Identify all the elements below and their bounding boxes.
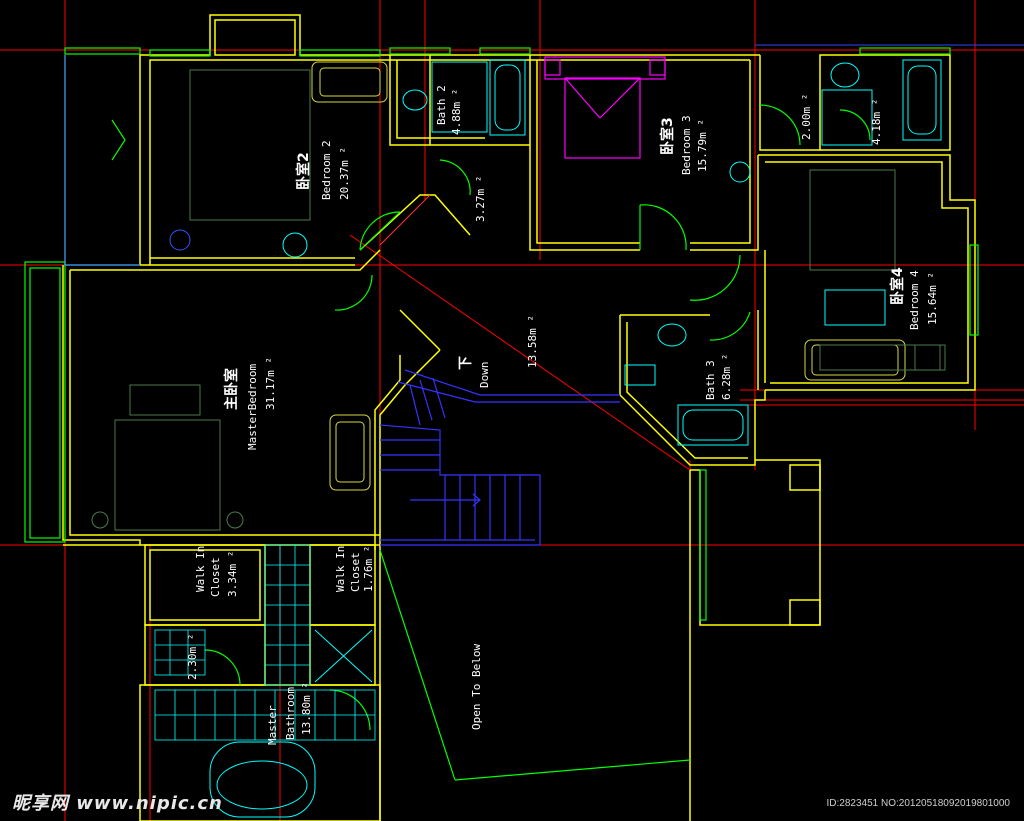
tile-grid xyxy=(154,544,376,741)
bedroom3-area: 15.79m ² xyxy=(696,119,709,172)
bath3-area: 6.28m ² xyxy=(720,354,733,400)
small1-area: 3.27m ² xyxy=(474,176,487,222)
bedroom2-cn: 卧室2 xyxy=(295,152,312,190)
fixtures xyxy=(209,59,942,818)
small4-area: 2.30m ² xyxy=(186,634,199,680)
bedroom2-en: Bedroom 2 xyxy=(320,140,333,200)
walls xyxy=(62,14,976,821)
master-bath-area: 13.80m ² xyxy=(300,682,313,735)
master-en: MasterBedroom xyxy=(246,364,259,450)
master-area: 31.17m ² xyxy=(264,357,277,410)
master-bath-line2: Bathroom xyxy=(284,687,297,740)
bedroom2-area: 20.37m ² xyxy=(338,147,351,200)
closet2-line1: Walk In xyxy=(334,546,347,592)
beds xyxy=(91,69,946,531)
watermark-logo: 昵享网 www.nipic.cn xyxy=(12,793,223,814)
small2-area: 2.00m ² xyxy=(800,94,813,140)
bedroom4-cn: 卧室4 xyxy=(889,267,906,305)
closet1-line1: Walk In xyxy=(194,546,207,592)
room-labels: 卧室2 Bedroom 2 20.37m ² 卧室3 Bedroom 3 15.… xyxy=(186,85,939,745)
bath2-en: Bath 2 xyxy=(435,85,448,125)
master-bath-line1: Master xyxy=(266,705,279,745)
small3-area: 4.18m ² xyxy=(870,99,883,145)
windows xyxy=(24,47,979,781)
bedroom4-area: 15.64m ² xyxy=(926,272,939,325)
stairs-cn: 下 xyxy=(458,356,474,370)
stairs-en: Down xyxy=(478,362,491,389)
closet2-area: 1.76m ² xyxy=(362,546,375,592)
open-below-label: Open To Below xyxy=(470,644,483,730)
closet1-area: 3.34m ² xyxy=(226,551,239,597)
hall-area: 13.58m ² xyxy=(526,315,539,368)
guide-line xyxy=(379,194,431,246)
closet1-line2: Closet xyxy=(209,557,222,597)
master-cn: 主卧室 xyxy=(223,368,240,410)
watermark-id: ID:2823451 NO:20120518092019801000 xyxy=(826,798,1011,809)
bedroom3-en: Bedroom 3 xyxy=(680,115,693,175)
bed-bedroom3 xyxy=(544,56,666,159)
doors xyxy=(111,104,871,731)
bath2-area: 4.88m ² xyxy=(450,89,463,135)
side-wall xyxy=(64,55,140,266)
bedroom3-cn: 卧室3 xyxy=(659,117,676,155)
closet2-line2: Closet xyxy=(349,552,362,592)
bedroom4-en: Bedroom 4 xyxy=(908,270,921,330)
furniture xyxy=(311,61,906,491)
bath3-en: Bath 3 xyxy=(704,360,717,400)
staircase xyxy=(379,369,620,546)
